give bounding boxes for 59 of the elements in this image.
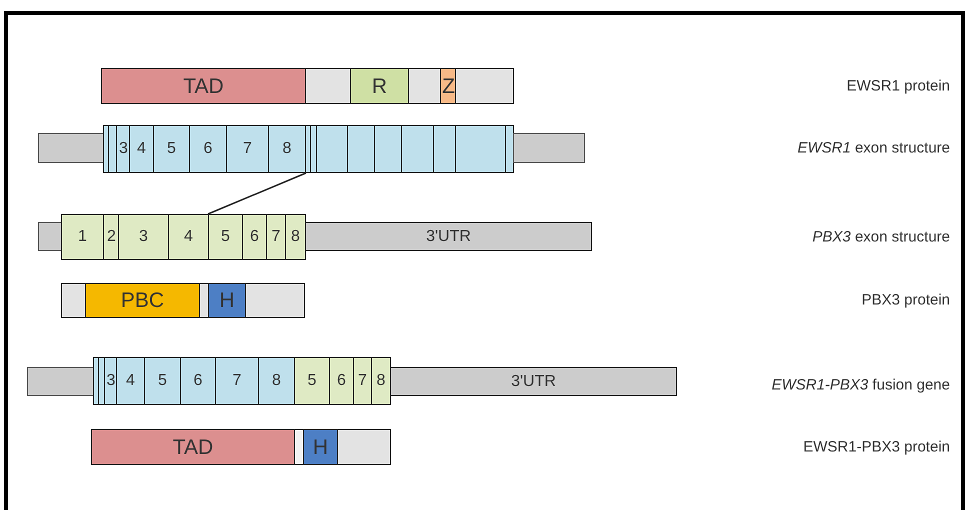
- segment-box: [245, 283, 305, 318]
- exon-box: 4: [116, 357, 145, 405]
- segment-box: [199, 283, 209, 318]
- exon-box: 3: [116, 125, 130, 173]
- utr-bar: 3'UTR: [305, 222, 592, 251]
- exon-box: 3: [104, 357, 117, 405]
- protein-domain: PBC: [85, 283, 200, 318]
- protein-domain: TAD: [101, 68, 306, 104]
- exon-box: 7: [226, 125, 269, 173]
- exon-box: 6: [180, 357, 216, 405]
- segment-box: [401, 125, 434, 173]
- exon-box: 6: [329, 357, 354, 405]
- exon-box: 4: [168, 214, 209, 260]
- segment-box: [61, 283, 86, 318]
- exon-box: 2: [103, 214, 119, 260]
- exon-box: 3: [118, 214, 169, 260]
- exon-box: 8: [371, 357, 391, 405]
- gene-bar: [38, 222, 62, 251]
- row-label: EWSR1-PBX3 protein: [803, 438, 950, 456]
- exon-box: 8: [285, 214, 306, 260]
- protein-domain: TAD: [91, 429, 295, 465]
- segment-box: [455, 68, 514, 104]
- protein-domain: H: [303, 429, 338, 465]
- segment-box: [374, 125, 402, 173]
- segment-box: [294, 429, 304, 465]
- row-label: EWSR1 exon structure: [797, 140, 950, 156]
- row-label: PBX3 exon structure: [812, 228, 950, 246]
- segment-box: [305, 68, 351, 104]
- gene-bar: [513, 133, 585, 163]
- exon-box: 4: [129, 125, 154, 173]
- segment-box: [455, 125, 506, 173]
- segment-box: [433, 125, 456, 173]
- exon-box: 8: [268, 125, 306, 173]
- row-label: EWSR1-PBX3 fusion gene: [772, 376, 950, 394]
- gene-bar: [27, 367, 94, 396]
- exon-box: 7: [353, 357, 372, 405]
- exon-box: 7: [215, 357, 259, 405]
- gene-bar: [38, 133, 104, 163]
- row-label: EWSR1 protein: [846, 78, 950, 94]
- segment-box: [408, 68, 441, 104]
- exon-box: 1: [61, 214, 104, 260]
- utr-bar: 3'UTR: [390, 367, 677, 396]
- row-label: PBX3 protein: [862, 292, 950, 308]
- exon-box: 5: [153, 125, 190, 173]
- exon-box: 6: [189, 125, 227, 173]
- protein-domain: H: [208, 283, 246, 318]
- protein-domain: R: [350, 68, 409, 104]
- protein-domain: Z: [440, 68, 456, 104]
- exon-box: 5: [294, 357, 330, 405]
- exon-box: 5: [208, 214, 243, 260]
- segment-box: [337, 429, 391, 465]
- exon-box: 7: [266, 214, 286, 260]
- exon-box: 6: [242, 214, 267, 260]
- segment-box: [316, 125, 348, 173]
- exon-box: 8: [258, 357, 295, 405]
- segment-box: [347, 125, 375, 173]
- breakpoint-line: [208, 172, 306, 215]
- segment-box: [505, 125, 514, 173]
- exon-box: 5: [144, 357, 181, 405]
